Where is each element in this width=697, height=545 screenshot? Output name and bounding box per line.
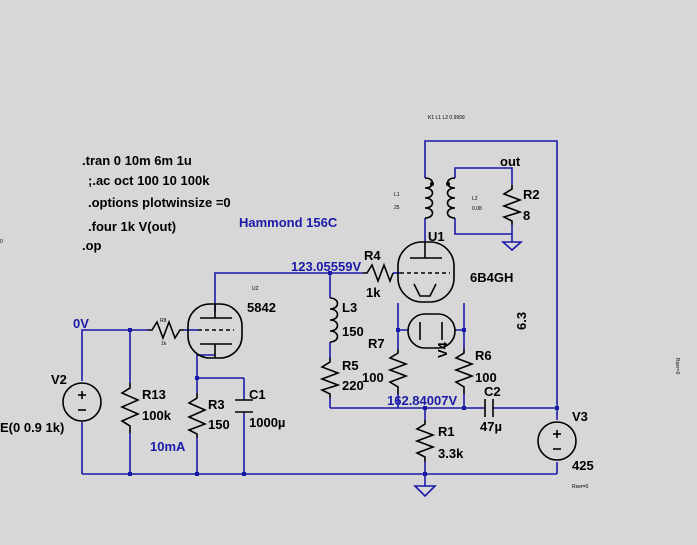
side-rser: Rser=0 <box>674 358 680 374</box>
u2-value: 5842 <box>247 300 276 315</box>
r7-resistor[interactable] <box>387 349 409 394</box>
ground-symbol <box>413 482 437 498</box>
u1-name: U1 <box>428 229 445 244</box>
directive-ac: ;.ac oct 100 10 100k <box>88 173 210 188</box>
r7-value: 100 <box>362 370 384 385</box>
r1-value: 3.3k <box>438 446 464 461</box>
r6-name: R6 <box>475 348 492 363</box>
r2-value: 8 <box>523 208 530 223</box>
left-edge-label: 0 <box>0 239 3 245</box>
node-label-input: 0V <box>73 316 89 331</box>
r7-name: R7 <box>368 336 385 351</box>
junction-nodes <box>128 271 559 476</box>
output-transformer[interactable] <box>424 177 456 219</box>
u1-triode[interactable] <box>397 241 455 303</box>
node-label-b-plus: 162.84007V <box>387 393 457 408</box>
c2-value: 47µ <box>480 419 502 434</box>
r3-name: R3 <box>208 397 225 412</box>
l3-value: 150 <box>342 324 364 339</box>
v3-name: V3 <box>572 409 588 424</box>
r13-value: 100k <box>142 408 172 423</box>
r8-resistor[interactable] <box>148 319 184 341</box>
u2-name: U2 <box>252 286 259 292</box>
r13-name: R13 <box>142 387 166 402</box>
c1-value: 1000µ <box>249 415 285 430</box>
v2-value: E(0 0.9 1k) <box>0 420 64 435</box>
v4-heater[interactable] <box>407 313 456 349</box>
directive-options: .options plotwinsize =0 <box>88 195 231 210</box>
l1-value: 25 <box>394 205 400 211</box>
v3-source[interactable] <box>537 421 577 461</box>
v2-source[interactable] <box>62 382 102 422</box>
r5-value: 220 <box>342 378 364 393</box>
r8-value: 1k <box>161 341 167 347</box>
v4-value: 6.3 <box>514 312 529 330</box>
c1-name: C1 <box>249 387 266 402</box>
node-label-u2-plate: 123.05559V <box>291 259 361 274</box>
transformer-note: Hammond 156C <box>239 215 338 230</box>
r2-resistor[interactable] <box>501 185 523 225</box>
r6-value: 100 <box>475 370 497 385</box>
directive-op: .op <box>82 238 102 253</box>
v3-value: 425 <box>572 458 594 473</box>
r1-name: R1 <box>438 424 455 439</box>
r2-name: R2 <box>523 187 540 202</box>
c2-name: C2 <box>484 384 501 399</box>
r1-resistor[interactable] <box>414 420 436 462</box>
ground-symbol-secondary <box>500 241 524 252</box>
spice-directives: .tran 0 10m 6m 1u ;.ac oct 100 10 100k .… <box>82 153 231 253</box>
directive-tran: .tran 0 10m 6m 1u <box>82 153 192 168</box>
r5-name: R5 <box>342 358 359 373</box>
c2-capacitor[interactable] <box>484 399 494 417</box>
r5-resistor[interactable] <box>319 358 341 398</box>
node-label-out: out <box>500 154 521 169</box>
r13-resistor[interactable] <box>120 383 140 433</box>
r3-resistor[interactable] <box>187 393 208 438</box>
coupling-statement: K1 L1 L2 0.9999 <box>428 115 465 121</box>
l2-value: 0.08 <box>472 206 482 212</box>
r4-resistor[interactable] <box>363 262 394 284</box>
r4-name: R4 <box>364 248 381 263</box>
wires <box>81 140 558 482</box>
v4-name: V4 <box>435 341 450 358</box>
r8-name: R8 <box>160 318 167 324</box>
u2-triode[interactable] <box>187 303 243 359</box>
r4-value: 1k <box>366 285 381 300</box>
v3-rser: Rser=0 <box>572 484 588 490</box>
u1-value: 6B4GH <box>470 270 513 285</box>
r6-resistor[interactable] <box>453 349 475 394</box>
l2-name: L2 <box>472 196 478 202</box>
l3-inductor[interactable] <box>329 297 339 343</box>
current-label: 10mA <box>150 439 186 454</box>
c1-capacitor[interactable] <box>235 399 253 413</box>
l3-name: L3 <box>342 300 357 315</box>
l1-name: L1 <box>394 192 400 198</box>
directive-four: .four 1k V(out) <box>88 219 176 234</box>
r3-value: 150 <box>208 417 230 432</box>
v2-name: V2 <box>51 372 67 387</box>
